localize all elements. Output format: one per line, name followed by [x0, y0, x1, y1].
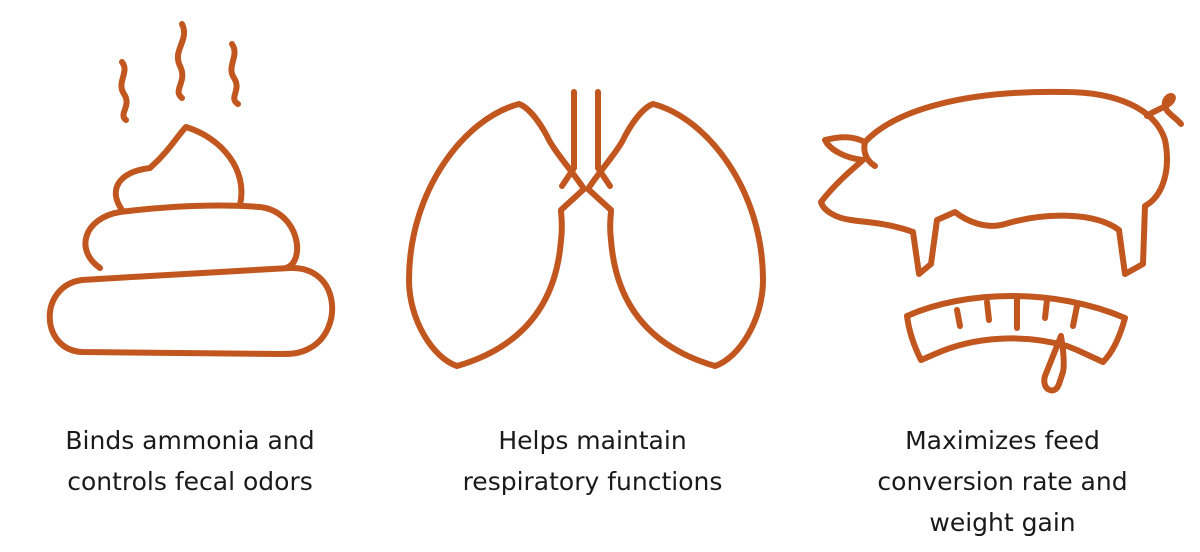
- lungs-icon: [395, 0, 790, 380]
- caption-line: weight gain: [929, 508, 1076, 537]
- pig-scale-icon: [805, 0, 1200, 400]
- caption-line: conversion rate and: [877, 467, 1128, 496]
- caption-line: respiratory functions: [462, 467, 723, 496]
- feature-ammonia: Binds ammonia and controls fecal odors: [0, 0, 380, 552]
- caption-ammonia: Binds ammonia and controls fecal odors: [0, 420, 380, 502]
- caption-line: Binds ammonia and: [65, 426, 315, 455]
- caption-line: Maximizes feed: [905, 426, 1100, 455]
- caption-weight-gain: Maximizes feed conversion rate and weigh…: [805, 420, 1200, 543]
- caption-line: controls fecal odors: [67, 467, 313, 496]
- feature-weight-gain: Maximizes feed conversion rate and weigh…: [805, 0, 1200, 552]
- caption-line: Helps maintain: [498, 426, 687, 455]
- poop-icon: [0, 0, 380, 380]
- feature-respiratory: Helps maintain respiratory functions: [395, 0, 790, 552]
- caption-respiratory: Helps maintain respiratory functions: [395, 420, 790, 502]
